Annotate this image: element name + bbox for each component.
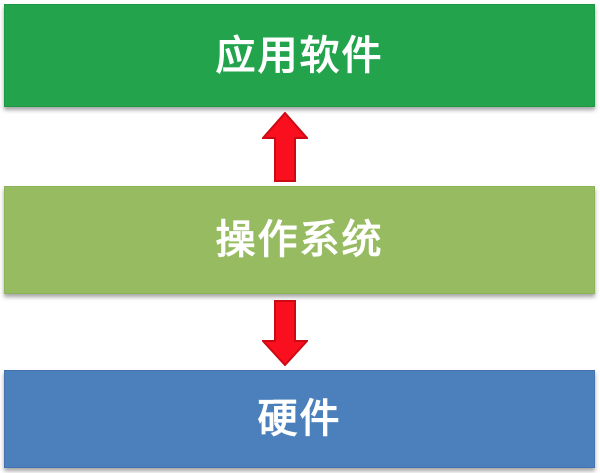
layer-hardware-label: 硬件	[257, 397, 342, 441]
down-arrow-icon	[262, 300, 308, 366]
layer-operating-system-label: 操作系统	[215, 218, 384, 262]
down-arrow-shape	[262, 300, 308, 366]
up-arrow-shape	[262, 112, 308, 182]
layer-hardware: 硬件	[4, 370, 595, 468]
layer-application-software: 应用软件	[4, 4, 595, 107]
layer-operating-system: 操作系统	[4, 186, 595, 294]
layer-application-software-label: 应用软件	[215, 33, 384, 78]
up-arrow-icon	[262, 112, 308, 182]
